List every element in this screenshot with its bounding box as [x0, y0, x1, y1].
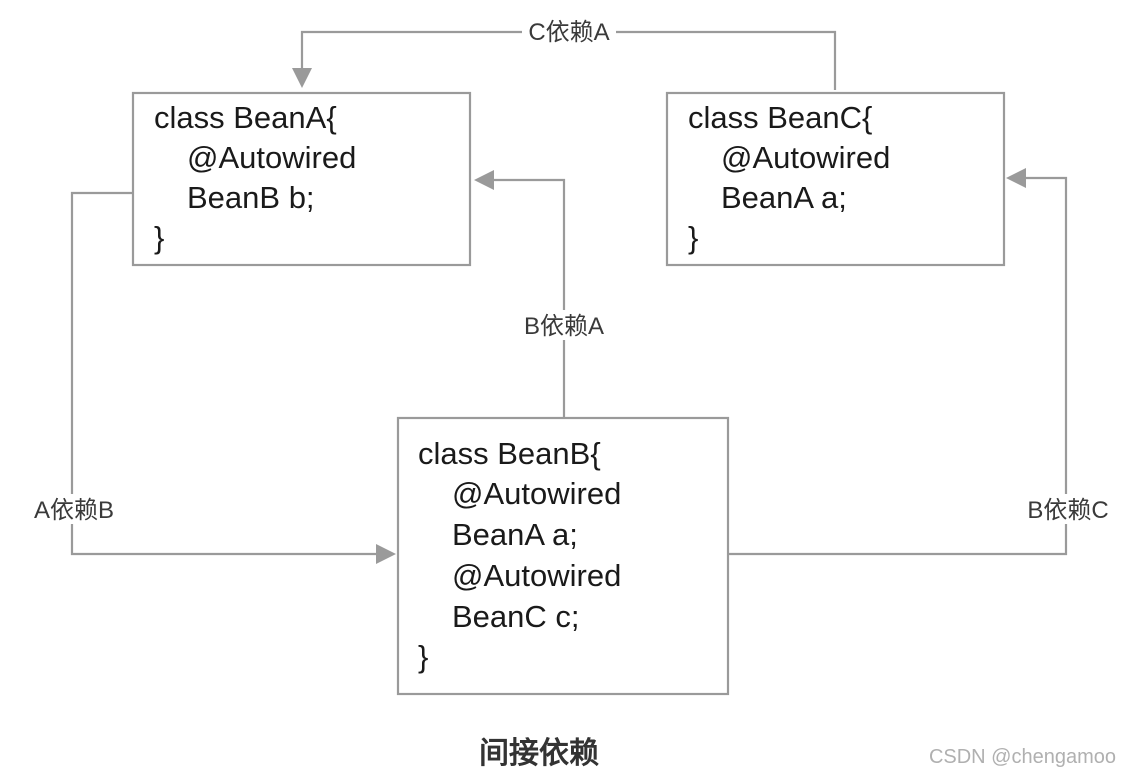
class-box-bean-a: class BeanA{ @Autowired BeanB b; } — [131, 91, 472, 267]
code-line: BeanA a; — [721, 180, 847, 215]
class-box-bean-c: class BeanC{ @Autowired BeanA a; } — [665, 91, 1006, 267]
code-line: BeanB b; — [187, 180, 315, 215]
code-line: class BeanC{ — [688, 100, 872, 135]
edge-c-depends-a: C依赖A — [292, 18, 837, 90]
edge-a-depends-b: A依赖B — [20, 191, 396, 564]
arrowhead — [376, 544, 396, 564]
code-line: @Autowired — [721, 140, 890, 175]
edge-label-a-b: A依赖B — [34, 497, 114, 524]
diagram-caption: 间接依赖 — [479, 736, 599, 771]
code-line: } — [418, 639, 428, 674]
code-line: BeanC c; — [452, 599, 580, 634]
code-line: class BeanA{ — [154, 100, 337, 135]
arrowhead — [292, 68, 312, 88]
code-line: BeanA a; — [452, 517, 578, 552]
arrowhead — [1006, 168, 1026, 188]
edge-b-depends-c: B依赖C — [728, 168, 1122, 556]
code-line: } — [154, 220, 164, 255]
code-line: } — [688, 220, 698, 255]
code-line: class BeanB{ — [418, 436, 601, 471]
code-line: @Autowired — [452, 558, 621, 593]
code-line: @Autowired — [187, 140, 356, 175]
code-line: @Autowired — [452, 476, 621, 511]
class-box-bean-b: class BeanB{ @Autowired BeanA a; @Autowi… — [396, 416, 730, 696]
edge-label-c-a: C依赖A — [528, 19, 609, 46]
edge-label-b-c: B依赖C — [1027, 497, 1108, 524]
edge-b-depends-a: B依赖A — [474, 170, 618, 418]
edge-label-b-a: B依赖A — [524, 313, 604, 340]
arrowhead — [474, 170, 494, 190]
watermark: CSDN @chengamoo — [928, 746, 1116, 768]
